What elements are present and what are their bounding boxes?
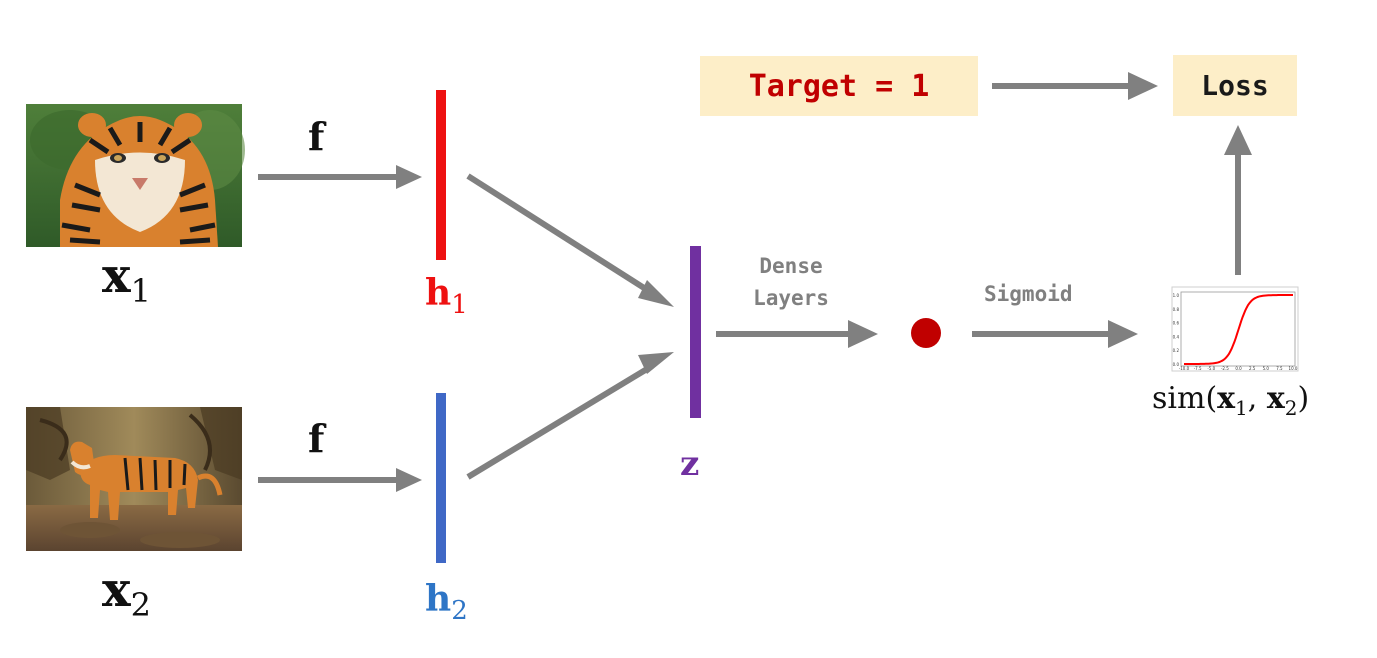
sigmoid-y-tick: 1.0 [1173,293,1180,298]
loss-label: Loss [1201,69,1269,102]
sigmoid-y-tick: 0.6 [1173,321,1180,326]
h1-label: h1 [425,272,468,320]
similarity-label: sim(x1, x2) [1152,381,1310,420]
sigmoid-arrow [972,320,1138,348]
h2-label: h2 [425,578,468,626]
loss-box: Loss [1173,55,1297,116]
target-label: Target = 1 [748,68,930,104]
output-node [911,318,941,348]
sigmoid-x-tick: 0.0 [1235,366,1242,371]
encoder-arrow-2 [258,468,422,492]
sigmoid-x-tick: -5.0 [1207,366,1215,371]
h1-embedding-bar [436,90,446,260]
x2-label: x2 [102,562,151,624]
encoder-arrow-1 [258,165,422,189]
sigmoid-x-tick: 10.0 [1289,366,1298,371]
sim-to-loss-arrow [1224,125,1252,275]
sigmoid-x-tick: -7.5 [1194,366,1202,371]
sigmoid-x-tick: 7.5 [1276,366,1283,371]
tiger-image-1 [26,104,245,247]
dense-layers-label: Dense Layers [753,254,829,310]
sigmoid-x-tick: 5.0 [1263,366,1270,371]
sigmoid-y-tick: 0.0 [1173,362,1180,367]
z-label: z [680,444,700,484]
target-to-loss-arrow [992,72,1158,100]
sigmoid-x-tick: -2.5 [1221,366,1229,371]
encoder-label-2: f [308,416,325,461]
dense-arrow [716,320,878,348]
h2-embedding-bar [436,393,446,563]
sigmoid-y-tick: 0.4 [1173,334,1180,339]
h1-to-z-arrow [466,173,674,307]
x1-label: x1 [102,248,151,310]
tiger-image-2 [26,407,242,551]
encoder-label-1: f [308,114,325,159]
sigmoid-x-tick: 2.5 [1249,366,1256,371]
sigmoid-curve [1184,294,1293,365]
h2-to-z-arrow [466,352,674,480]
sigmoid-plot: 0.0 0.2 0.4 0.6 0.8 1.0 -10.0 -7.5 -5.0 -2.5 0.0 2… [1171,286,1299,372]
sigmoid-y-tick: 0.2 [1173,348,1180,353]
sigmoid-x-tick: -10.0 [1179,366,1190,371]
sigmoid-y-tick: 0.8 [1173,307,1180,312]
z-combined-bar [690,246,701,418]
target-box: Target = 1 [700,56,978,116]
sigmoid-label: Sigmoid [984,282,1073,306]
